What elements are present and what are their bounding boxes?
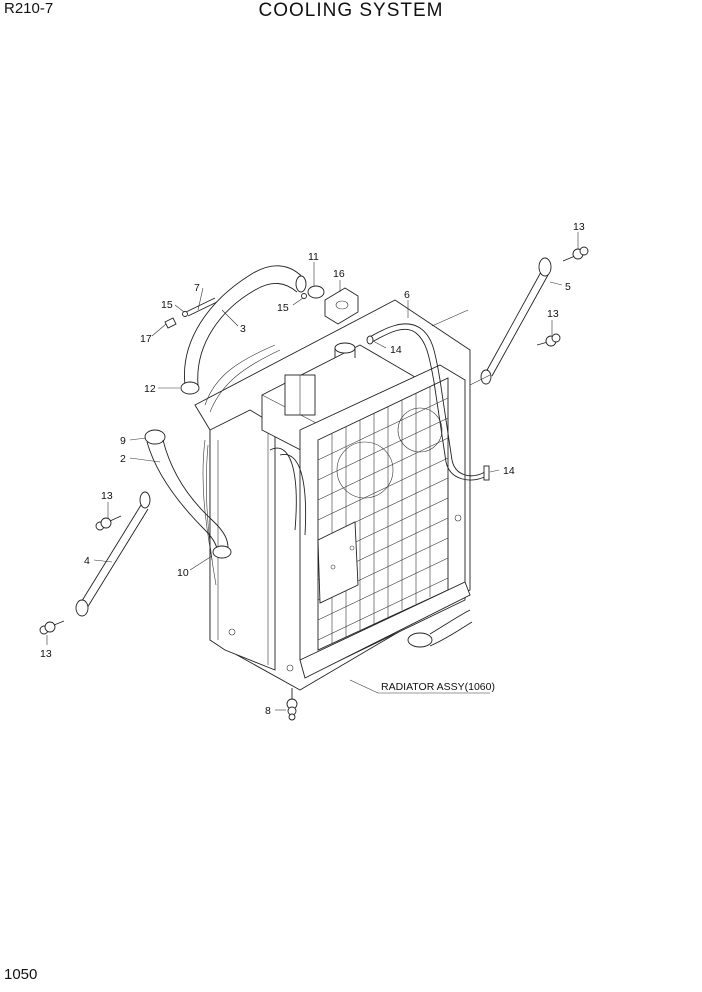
page-title: COOLING SYSTEM [258,0,444,21]
drain-bolt [286,688,298,721]
callout-14: 14 [390,344,402,356]
bolt-left-top [95,515,122,531]
callout-3: 3 [240,323,246,335]
page-number: 1050 [4,966,38,983]
callout-11: 11 [308,251,319,263]
overflow-pipe [366,323,490,481]
stay-rod-right [480,257,552,385]
callout-4: 4 [84,555,90,567]
callout-9: 9 [120,435,126,447]
radiator-assembly [194,299,473,691]
radiator-assy-reference: RADIATOR ASSY(1060) [381,681,495,693]
callout-2: 2 [120,453,126,465]
callout-13: 13 [101,490,113,502]
callout-14: 14 [503,465,515,477]
leader-lines [46,232,579,711]
lower-hose [144,429,232,559]
bolt-left-bottom [39,620,65,635]
callout-10: 10 [177,567,189,579]
callout-8: 8 [265,705,271,717]
model-code: R210-7 [4,0,54,17]
callout-13: 13 [573,221,585,233]
callout-16: 16 [333,268,345,280]
callout-6: 6 [404,289,410,301]
stay-rod-left [75,491,151,617]
callout-13: 13 [547,308,559,320]
callout-15: 15 [161,299,173,311]
callout-5: 5 [565,281,571,293]
callout-12: 12 [144,383,156,395]
callout-13: 13 [40,648,52,660]
callout-7: 7 [194,282,200,294]
bolt-right-mid [536,333,561,347]
upper-hose [180,265,307,395]
callout-17: 17 [140,333,152,345]
bolt-right-top [562,246,589,262]
callout-15: 15 [277,302,289,314]
callout-labels: 13 5 13 11 16 6 7 15 15 3 17 14 12 9 2 1… [40,221,585,717]
